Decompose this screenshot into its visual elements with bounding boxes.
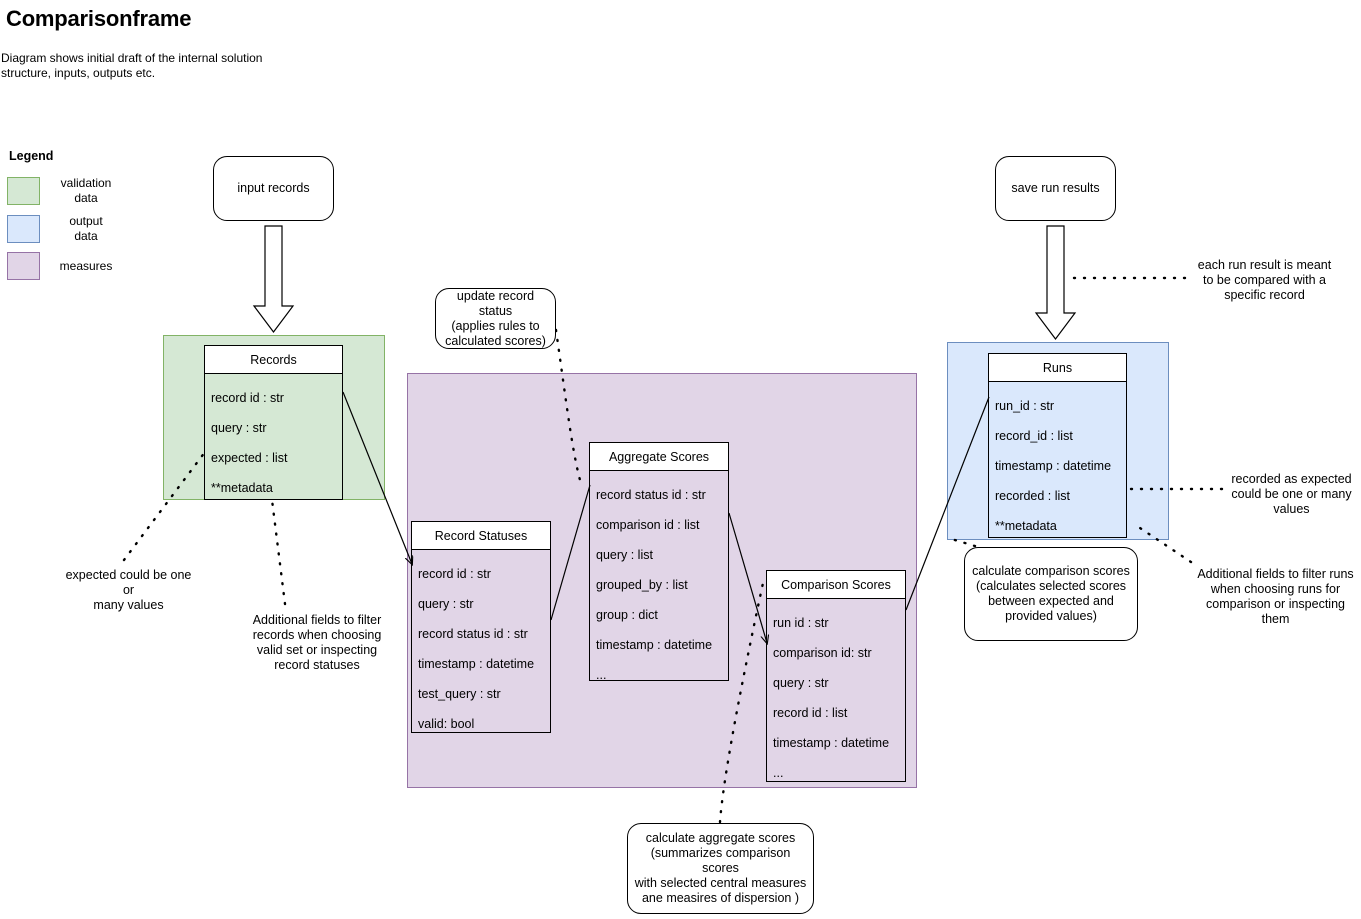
entity-aggregate-scores-field: timestamp : datetime <box>596 638 713 652</box>
entity-record-statuses-field: query : str <box>418 597 474 611</box>
entity-aggregate-scores[interactable]: Aggregate Scores record status id : str … <box>589 442 729 682</box>
page-subtitle: Diagram shows initial draft of the inter… <box>1 51 263 80</box>
entity-comparison-scores-field: timestamp : datetime <box>773 736 890 750</box>
entity-aggregate-scores-field: query : list <box>596 548 653 562</box>
entity-comparison-scores-title: Comparison Scores <box>767 571 905 599</box>
annotation-additional-fields-records: Additional fields to filter records when… <box>252 613 382 672</box>
legend-swatch-output-data <box>7 215 40 243</box>
legend-label-measures: measures <box>59 258 113 273</box>
entity-record-statuses-title: Record Statuses <box>412 522 550 550</box>
entity-records-field: **metadata <box>211 481 273 495</box>
entity-runs-field: **metadata <box>995 519 1057 533</box>
entity-comparison-scores-field: ... <box>773 766 784 780</box>
entity-records-field: expected : list <box>211 451 288 465</box>
annotation-expected-values: expected could be one or many values <box>65 568 192 612</box>
entity-runs-field: timestamp : datetime <box>995 459 1112 473</box>
entity-record-statuses-field: valid: bool <box>418 717 475 731</box>
entity-comparison-scores-fields: run id : str comparison id: str query : … <box>767 599 905 794</box>
entity-records[interactable]: Records record id : str query : str expe… <box>204 345 343 500</box>
note-calculate-comparison-scores[interactable]: calculate comparison scores (calculates … <box>964 547 1138 641</box>
entity-comparison-scores-field: comparison id: str <box>773 646 872 660</box>
entity-comparison-scores[interactable]: Comparison Scores run id : str compariso… <box>766 570 906 782</box>
entity-runs-field: recorded : list <box>995 489 1071 503</box>
entity-comparison-scores-field: run id : str <box>773 616 829 630</box>
entity-aggregate-scores-fields: record status id : str comparison id : l… <box>590 471 728 696</box>
entity-record-statuses-field: timestamp : datetime <box>418 657 535 671</box>
block-arrow-save-run-results <box>1034 225 1077 340</box>
legend-item-validation-data: validation data <box>7 176 122 206</box>
legend-label-validation-data: validation data <box>60 176 112 205</box>
entity-record-statuses-field: test_query : str <box>418 687 501 701</box>
entity-aggregate-scores-field: grouped_by : list <box>596 578 688 592</box>
terminal-input-records[interactable]: input records <box>213 156 334 221</box>
legend-title: Legend <box>9 149 54 163</box>
note-update-record-status[interactable]: update record status (applies rules to c… <box>435 288 556 349</box>
legend-item-output-data: output data <box>7 214 122 244</box>
entity-runs-field: record_id : list <box>995 429 1073 443</box>
entity-aggregate-scores-field: ... <box>596 668 607 682</box>
entity-runs-title: Runs <box>989 354 1126 382</box>
entity-record-statuses-field: record status id : str <box>418 627 528 641</box>
entity-record-statuses[interactable]: Record Statuses record id : str query : … <box>411 521 551 733</box>
legend-item-measures: measures <box>7 252 122 280</box>
leader-additional-fields-records <box>270 498 287 606</box>
legend-label-output-data: output data <box>69 214 103 243</box>
entity-aggregate-scores-field: group : dict <box>596 608 658 622</box>
entity-record-statuses-fields: record id : str query : str record statu… <box>412 550 550 745</box>
entity-records-field: record id : str <box>211 391 284 405</box>
entity-records-field: query : str <box>211 421 267 435</box>
entity-records-fields: record id : str query : str expected : l… <box>205 374 342 509</box>
legend-swatch-measures <box>7 252 40 280</box>
entity-aggregate-scores-field: comparison id : list <box>596 518 700 532</box>
terminal-save-run-results[interactable]: save run results <box>995 156 1116 221</box>
entity-runs-fields: run_id : str record_id : list timestamp … <box>989 382 1126 547</box>
annotation-additional-fields-runs: Additional fields to filter runs when ch… <box>1197 567 1354 626</box>
page-title: Comparisonframe <box>6 6 192 31</box>
annotation-each-run-result: each run result is meant to be compared … <box>1197 258 1332 302</box>
entity-record-statuses-field: record id : str <box>418 567 491 581</box>
entity-aggregate-scores-field: record status id : str <box>596 488 706 502</box>
note-calculate-aggregate-scores[interactable]: calculate aggregate scores (summarizes c… <box>627 823 814 914</box>
block-arrow-input-records <box>252 225 295 333</box>
entity-runs-field: run_id : str <box>995 399 1055 413</box>
entity-records-title: Records <box>205 346 342 374</box>
entity-comparison-scores-field: record id : list <box>773 706 848 720</box>
entity-comparison-scores-field: query : str <box>773 676 829 690</box>
entity-runs[interactable]: Runs run_id : str record_id : list times… <box>988 353 1127 538</box>
annotation-recorded-as-expected: recorded as expected could be one or man… <box>1231 472 1352 516</box>
entity-aggregate-scores-title: Aggregate Scores <box>590 443 728 471</box>
legend-swatch-validation-data <box>7 177 40 205</box>
